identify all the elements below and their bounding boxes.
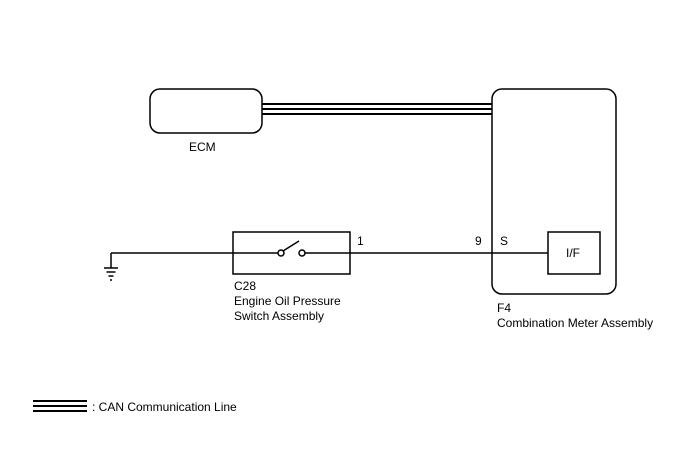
- switch-name-line1: Engine Oil Pressure: [234, 294, 341, 308]
- ecm-box: [149, 88, 263, 134]
- ground-icon: [104, 267, 118, 281]
- can-line: [262, 103, 492, 115]
- legend-line-icon: [33, 400, 87, 412]
- meter-code: F4: [497, 301, 511, 315]
- switch-icon: [233, 240, 350, 257]
- meter-name: Combination Meter Assembly: [497, 316, 653, 330]
- switch-code: C28: [234, 279, 256, 293]
- ecm-label: ECM: [189, 140, 216, 154]
- meter-terminal-label: S: [500, 234, 508, 248]
- combination-meter-box: [491, 88, 617, 295]
- switch-pin-number: 1: [357, 234, 364, 248]
- legend-text: : CAN Communication Line: [92, 400, 237, 414]
- meter-pin-number: 9: [475, 234, 482, 248]
- switch-name-line2: Switch Assembly: [234, 309, 324, 323]
- interface-label: I/F: [566, 246, 580, 260]
